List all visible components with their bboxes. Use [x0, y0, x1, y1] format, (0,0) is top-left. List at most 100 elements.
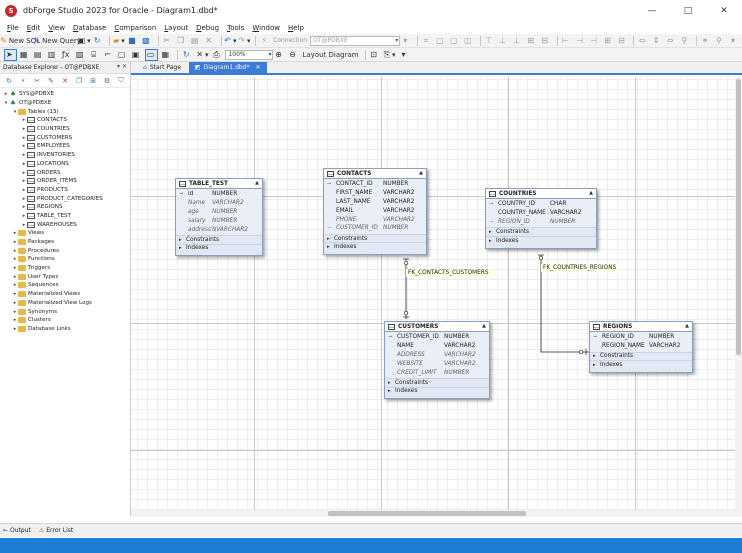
menu-comparison[interactable]: Comparison [114, 23, 157, 32]
output-tab[interactable]: ⇤Output [3, 527, 31, 534]
distribute-button[interactable]: ⊞ [526, 35, 538, 47]
tab-start-page[interactable]: ⌂ Start Page [143, 64, 181, 71]
menu-view[interactable]: View [48, 23, 65, 32]
image-tool-button[interactable]: ▣ [131, 49, 143, 61]
collapse-icon[interactable]: ▲ [482, 323, 486, 329]
cut-button[interactable]: ✂ [162, 35, 174, 47]
expand-arrow-icon[interactable]: ▸ [489, 237, 492, 244]
align-right-button[interactable]: ⊣ [588, 35, 600, 47]
tool-b-button[interactable]: ▢ [449, 35, 461, 47]
expand-arrow-icon[interactable]: ▸ [22, 152, 26, 159]
expand-arrow-icon[interactable]: ▸ [489, 229, 492, 236]
tree-item[interactable]: ▸Database Links [0, 325, 130, 334]
diagram-canvas[interactable]: FK_CONTACTS_CUSTOMERS FK_COUNTRIES_REGIO… [131, 77, 735, 510]
expand-arrow-icon[interactable]: ▸ [593, 361, 596, 368]
error-list-tab[interactable]: ⚠Error List [38, 527, 74, 534]
relation-tool-button[interactable]: ⌐ [103, 49, 115, 61]
align-top-button[interactable]: ⊤ [484, 35, 496, 47]
remove-button[interactable]: ✕▾ [196, 50, 209, 59]
save-button[interactable]: ■ [127, 35, 139, 47]
tree-item[interactable]: ▸ORDERS [0, 168, 130, 177]
tree-item[interactable]: ▸Sequences [0, 281, 130, 290]
menu-edit[interactable]: Edit [26, 23, 41, 32]
move-c-button[interactable]: ⇔ [665, 35, 677, 47]
undo-button[interactable]: ↶▾ [224, 36, 237, 45]
menu-layout[interactable]: Layout [164, 23, 189, 32]
entity-section-indexes[interactable]: ▸Indexes [385, 386, 489, 396]
expand-arrow-icon[interactable]: ▸ [22, 126, 26, 133]
menu-tools[interactable]: Tools [227, 23, 245, 32]
tree-item[interactable]: ▸CUSTOMERS [0, 133, 130, 142]
container-tool-button[interactable]: ▢ [117, 49, 129, 61]
scroll-thumb[interactable] [328, 511, 526, 516]
expand-arrow-icon[interactable]: ▸ [13, 325, 17, 332]
entity-section-constraints[interactable]: ▸Constraints [385, 377, 489, 387]
sequence-tool-button[interactable]: ⌸ [89, 49, 101, 61]
fit-button[interactable]: ⊡ [369, 49, 381, 61]
export-button[interactable]: ⎘▾ [383, 49, 396, 59]
expand-arrow-icon[interactable]: ▸ [13, 265, 17, 272]
tree-item[interactable]: ▸CONTACTS [0, 116, 130, 125]
align-left-button[interactable]: ⊢ [560, 35, 572, 47]
entity-header[interactable]: TABLE_TEST▲ [176, 179, 262, 189]
entity-header[interactable]: COUNTRIES▲ [486, 189, 596, 199]
expand-arrow-icon[interactable]: ▸ [13, 230, 17, 237]
table-tool-button[interactable]: ▦ [19, 49, 31, 61]
tree-item[interactable]: ▸REGIONS [0, 203, 130, 212]
entity-header[interactable]: CUSTOMERS▲ [385, 322, 489, 332]
expand-arrow-icon[interactable]: ▸ [179, 236, 182, 243]
note-tool-button[interactable]: ▭ [144, 48, 159, 61]
space-button[interactable]: ⊞ [602, 35, 614, 47]
collapse-icon[interactable]: ▲ [255, 180, 259, 186]
expand-arrow-icon[interactable]: ▸ [22, 186, 26, 193]
tree-item[interactable]: ▾Tables (13) [0, 107, 130, 116]
menu-database[interactable]: Database [72, 23, 107, 32]
tree-item[interactable]: ▸COUNTRIES [0, 125, 130, 134]
align-middle-button[interactable]: ⊥ [498, 35, 510, 47]
explorer-new-connection-button[interactable]: ⚡ [17, 75, 29, 87]
tree-item[interactable]: ▸PRODUCTS [0, 186, 130, 195]
package-tool-button[interactable]: ▨ [75, 49, 87, 61]
stamp-tool-button[interactable]: ▦ [160, 49, 172, 61]
entity-section-indexes[interactable]: ▸Indexes [590, 360, 692, 369]
tree-item[interactable]: ▸PRODUCT_CATEGORIES [0, 194, 130, 203]
tree-item[interactable]: ▾♠OT@PDBXE [0, 99, 130, 108]
explorer-filter-button[interactable]: ⛉ [115, 75, 127, 87]
tree-item[interactable]: ▸LOCATIONS [0, 160, 130, 169]
menu-window[interactable]: Window [252, 23, 280, 32]
expand-arrow-icon[interactable]: ▸ [13, 273, 17, 280]
expand-arrow-icon[interactable]: ▸ [22, 204, 26, 211]
entity-section-indexes[interactable]: ▸Indexes [176, 243, 262, 253]
sync-button[interactable]: ⌗ [421, 35, 433, 47]
move-a-button[interactable]: ⇔ [637, 35, 649, 47]
tree-item[interactable]: ▸INVENTORIES [0, 151, 130, 160]
panel-pin-close[interactable]: ▾ ✕ [117, 63, 127, 70]
paste-button[interactable]: ▤ [190, 35, 202, 47]
expand-arrow-icon[interactable]: ▸ [22, 212, 26, 219]
expand-arrow-icon[interactable]: ▸ [22, 195, 26, 202]
extra-c-button[interactable]: ▾ [728, 35, 740, 47]
view-tool-button[interactable]: ▤ [33, 49, 45, 61]
expand-arrow-icon[interactable]: ▸ [22, 160, 26, 167]
maximize-button[interactable]: □ [683, 5, 693, 16]
space-b-button[interactable]: ⊟ [616, 35, 628, 47]
collapse-icon[interactable]: ▲ [589, 190, 593, 196]
tree-item[interactable]: ▸TABLE_TEST [0, 212, 130, 221]
explorer-disconnect-button[interactable]: ✂ [31, 75, 43, 87]
entity-section-constraints[interactable]: ▸Constraints [176, 234, 262, 244]
tree-item[interactable]: ▸Clusters [0, 316, 130, 325]
